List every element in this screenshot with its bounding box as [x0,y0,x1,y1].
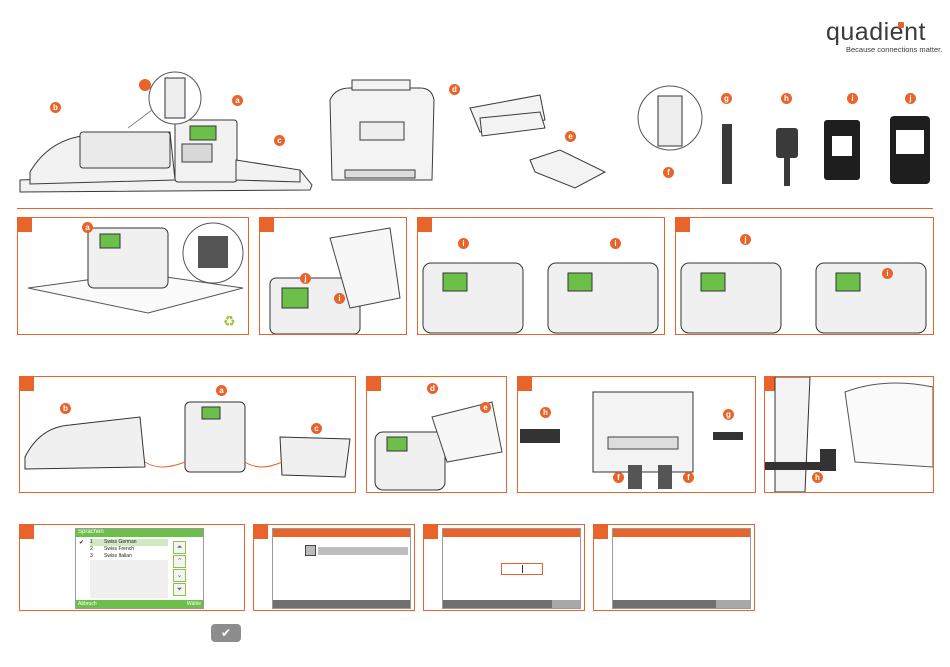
step-panel-connect-cables: h g f f [517,376,756,493]
select-button[interactable]: Wähle [187,600,201,608]
part-label-i: i [847,93,858,104]
step-label-f: f [613,472,624,483]
scroll-bottom-button[interactable]: ⏷ [173,583,186,596]
step-panel-screen-4 [593,524,755,611]
step-panel-screen-3 [423,524,585,611]
part-label-h: h [781,93,792,104]
step-label-b: b [60,403,71,414]
text-input[interactable] [501,563,543,575]
screen-title-bar [273,529,410,537]
part-label-j: j [905,93,916,104]
connect-cables-illustration [518,377,755,492]
check-icon: ✔ [221,626,231,640]
part-label-f: f [663,167,674,178]
logo-wordmark: quadient [826,18,926,47]
step-label-c: c [311,423,322,434]
check-icon: ✔ [79,539,84,546]
unbox-illustration: ♻ [18,218,248,334]
step-label-i: i [334,293,345,304]
screen-title-bar [613,529,750,537]
quadient-logo: quadient Because connections matter. [826,18,938,58]
logo-tagline: Because connections matter. [846,45,942,54]
part-label-g: g [721,93,732,104]
svg-text:♻: ♻ [223,313,236,329]
step-marker [254,525,268,539]
attach-feeder-illustration [367,377,506,492]
footer-action-button[interactable] [552,600,580,608]
scroll-up-button[interactable]: ⌃ [173,555,186,568]
step-label-e: e [480,402,491,413]
option-bar[interactable] [318,547,408,555]
checkbox[interactable] [305,545,316,556]
step-panel-screen-2 [253,524,415,611]
step-label-a: a [82,222,93,233]
step-panel-insert-cartridge: j i [675,217,934,335]
step-panel-open-cover: j i [259,217,407,335]
step-marker [424,525,438,539]
text-cursor [522,565,523,573]
logo-accent-mark [898,22,904,28]
step-panel-unbox: ♻ a [17,217,249,335]
plug-power-illustration [765,377,933,492]
scroll-top-button[interactable]: ⏶ [173,541,186,554]
step-panel-assemble: a b c [19,376,356,493]
insert-ink-illustration [418,218,664,334]
assemble-illustration [20,377,355,492]
step-label-i-left: i [458,238,469,249]
parts-overview: a b c d e f g h i j [0,60,950,205]
step-marker [594,525,608,539]
step-marker [20,525,34,539]
language-title-bar: Sprachen [76,529,203,537]
step-panel-plug-power: h [764,376,934,493]
step-label-i: i [882,268,893,279]
step-label-g: g [723,409,734,420]
part-label-b: b [50,102,61,113]
screen-4 [612,528,751,609]
part-label-a: a [232,95,243,106]
step-label-d: d [427,383,438,394]
step-panel-insert-ink: i i [417,217,665,335]
section-divider [17,208,933,209]
step-label-h: h [812,472,823,483]
screen-title-bar [443,529,580,537]
language-footer: Abbruch Wähle [76,600,203,608]
cancel-button[interactable]: Abbruch [78,600,97,608]
step-label-f-2: f [683,472,694,483]
screen-3 [442,528,581,609]
insert-cartridge-illustration [676,218,933,334]
ok-key-button[interactable]: ✔ [211,624,241,642]
footer-action-button[interactable] [716,600,750,608]
part-label-d: d [449,84,460,95]
step-label-j: j [740,234,751,245]
language-title: Sprachen [78,529,104,535]
language-list-area [90,560,168,598]
step-label-h: h [540,407,551,418]
step-label-j: j [300,273,311,284]
parts-illustration [0,60,950,205]
scroll-down-button[interactable]: ⌄ [173,569,186,582]
step-label-i-right: i [610,238,621,249]
screen-2 [272,528,411,609]
open-cover-illustration [260,218,406,334]
screen-footer [273,600,410,608]
step-panel-attach-feeder: d e [366,376,507,493]
part-label-e: e [565,131,576,142]
part-label-c: c [274,135,285,146]
step-label-a: a [216,385,227,396]
